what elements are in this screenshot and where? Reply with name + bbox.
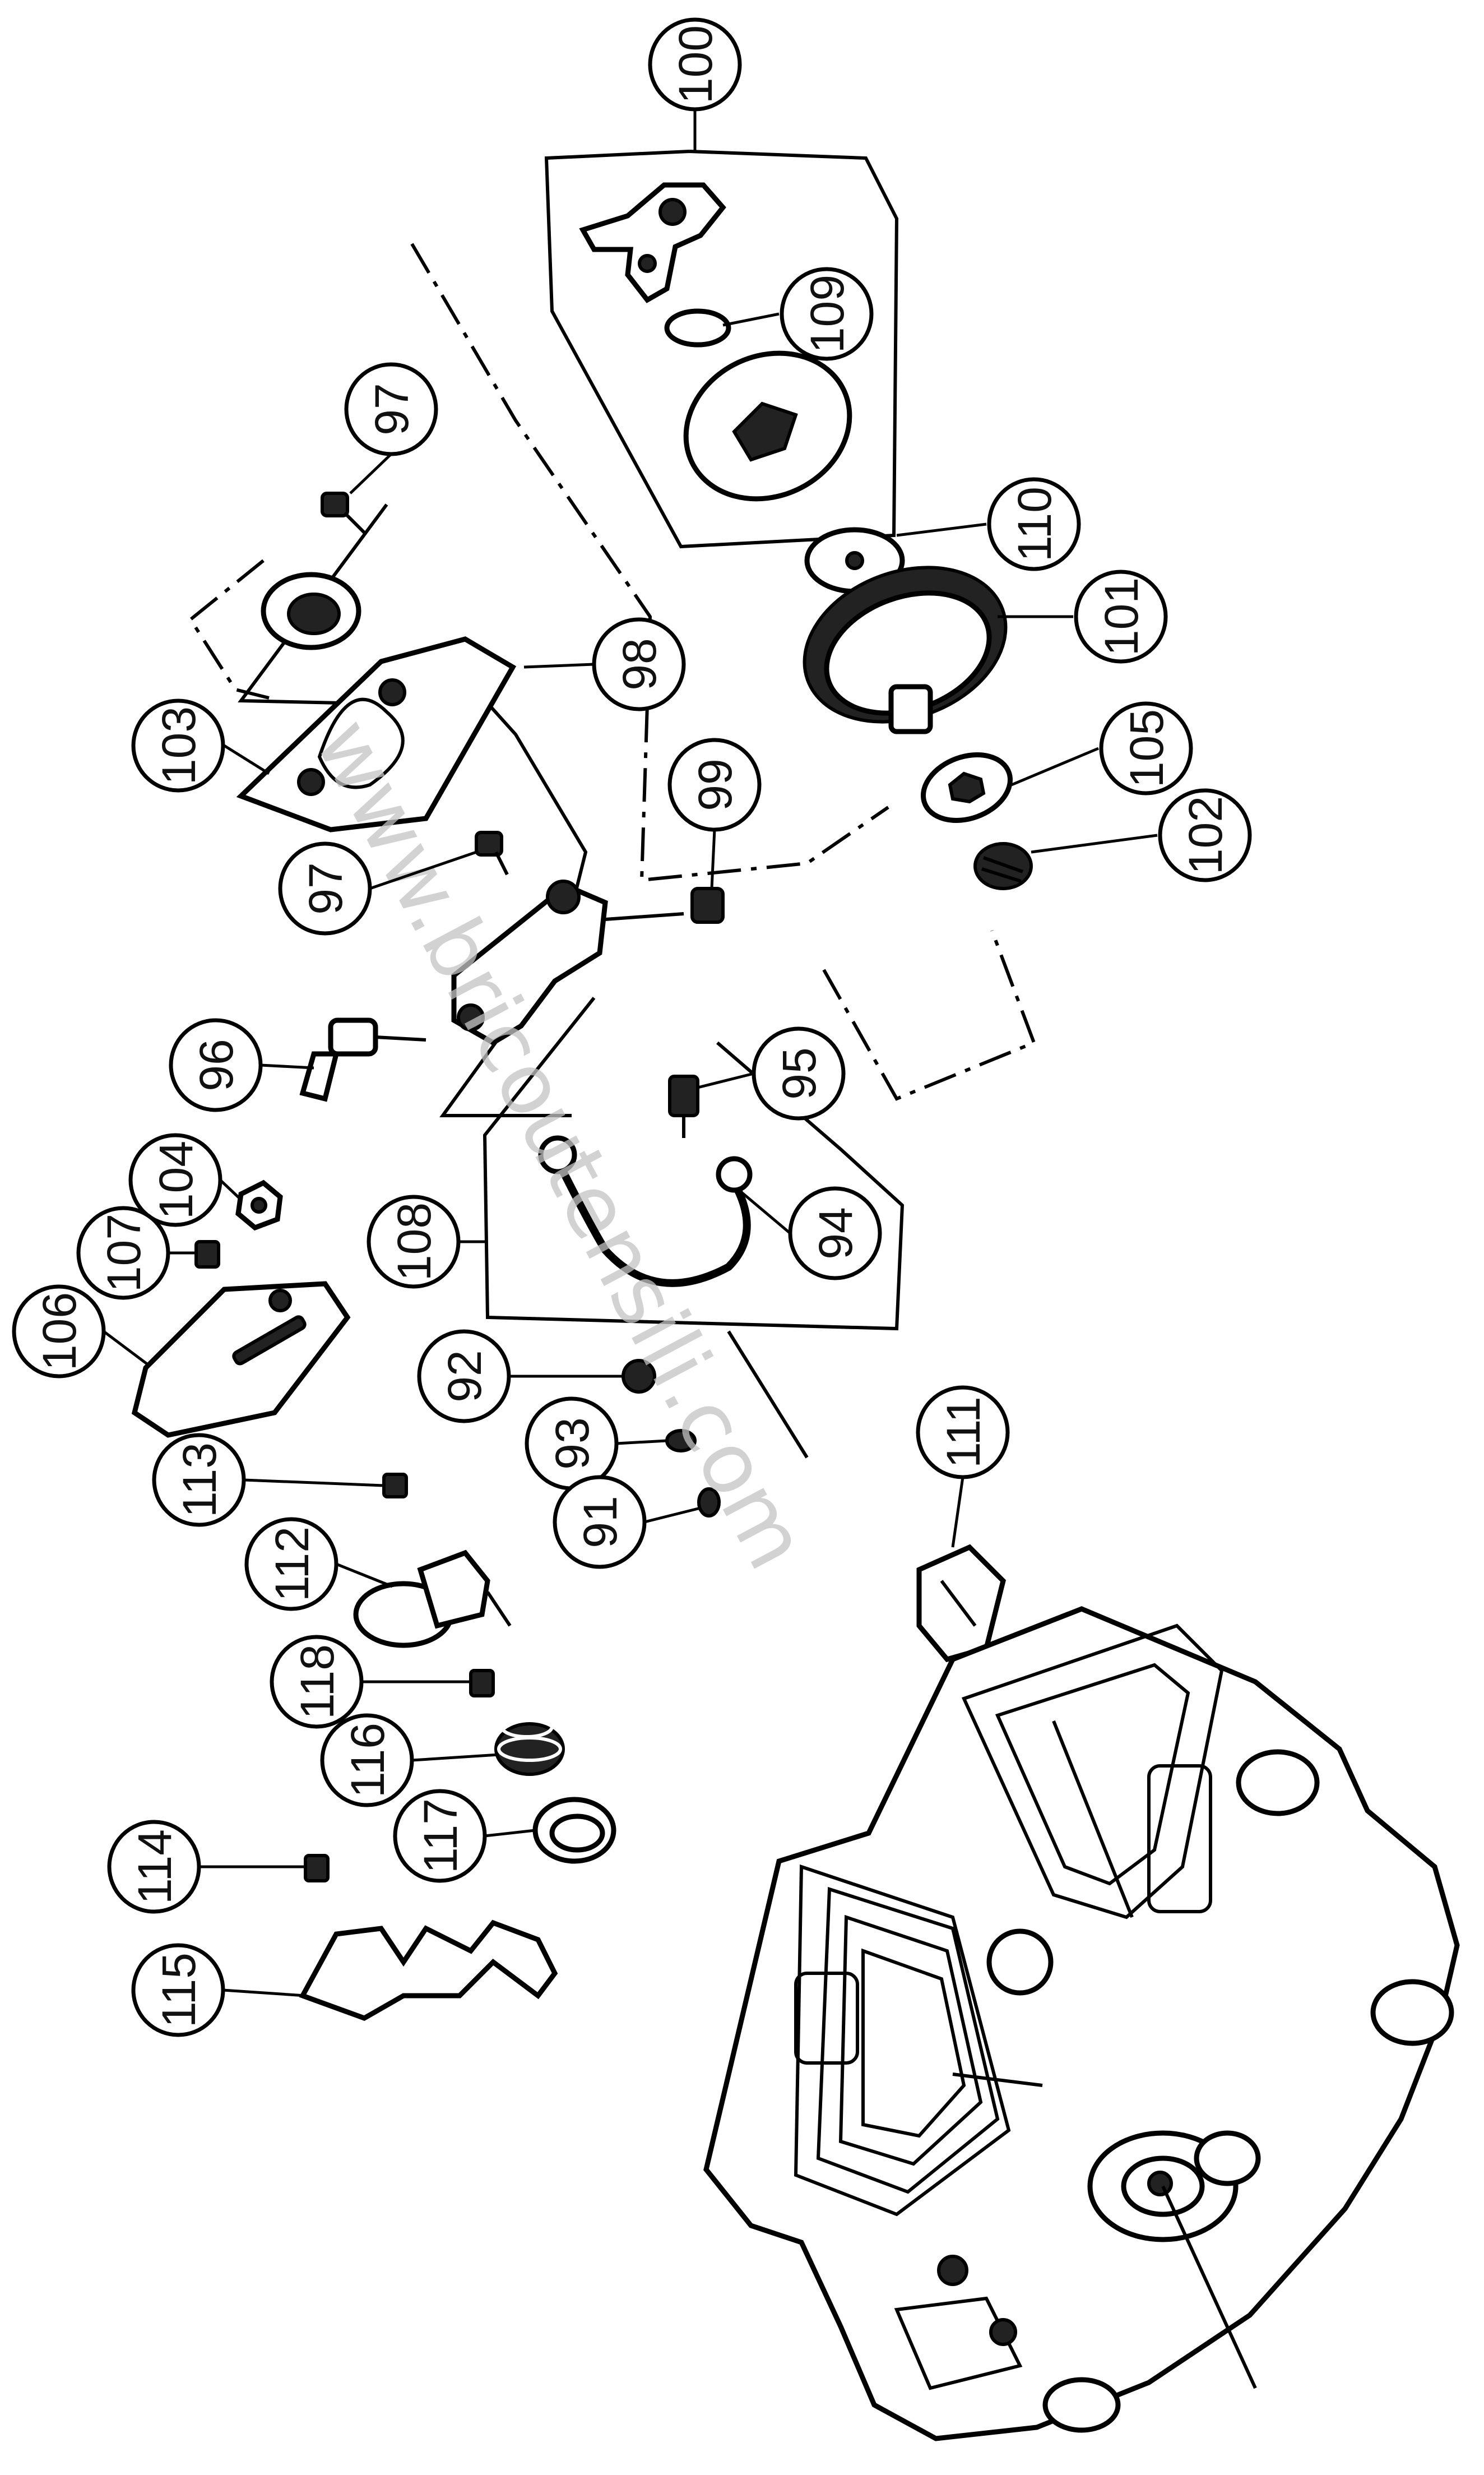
part-crankcase [703, 1606, 1460, 2441]
part-bushing [973, 842, 1033, 890]
outline-tube-group [483, 997, 905, 1331]
callout-112-label: 112 [266, 1526, 318, 1602]
callout-103-label: 103 [152, 706, 205, 785]
callout-111-label: 111 [937, 1396, 990, 1468]
callout-115: 115 [131, 1943, 225, 2037]
outline-pump-plate-group [238, 503, 588, 1117]
part-oil-pump [451, 880, 684, 1046]
part-needle-bearing [921, 752, 1013, 823]
callout-110-label: 110 [1008, 487, 1061, 562]
part-screw-97b [475, 831, 509, 876]
part-nut-104 [235, 1179, 283, 1231]
part-spring-ring [664, 308, 731, 348]
callout-97b-label: 97 [299, 862, 352, 914]
callout-108-label: 108 [388, 1202, 440, 1281]
callout-94-label: 94 [809, 1207, 862, 1259]
part-clutch-shoe [579, 182, 726, 303]
callout-93: 93 [525, 1396, 619, 1491]
callout-100-label: 100 [669, 25, 722, 104]
callout-100: 100 [648, 17, 742, 112]
part-nut-99 [690, 887, 725, 924]
callout-106: 106 [12, 1284, 106, 1378]
callout-113-label: 113 [173, 1442, 226, 1518]
callout-117-label: 117 [414, 1798, 467, 1873]
part-worm-gear [261, 572, 361, 650]
part-oil-fitting [668, 1075, 699, 1138]
part-screw-97a [321, 492, 366, 534]
callout-95-label: 95 [773, 1047, 826, 1099]
outline-pump-base [188, 559, 270, 700]
part-clutch-drum [683, 350, 852, 502]
part-pin-91 [697, 1487, 721, 1518]
callout-92-label: 92 [438, 1350, 491, 1402]
callout-116-label: 116 [341, 1723, 394, 1798]
callout-99: 99 [667, 738, 762, 832]
callout-110: 110 [987, 477, 1081, 571]
callout-107-label: 107 [98, 1214, 150, 1292]
part-stud-107 [194, 1240, 220, 1269]
callout-113: 113 [152, 1433, 246, 1527]
part-screw-113 [382, 1473, 408, 1498]
part-screw-92 [622, 1359, 656, 1394]
callout-107: 107 [76, 1206, 170, 1300]
part-cap-117 [532, 1797, 616, 1864]
callout-96-label: 96 [190, 1039, 243, 1091]
part-bar-plate [131, 1281, 351, 1438]
part-pump-plunger [299, 1017, 426, 1102]
callout-102-label: 102 [1179, 796, 1232, 875]
callout-94: 94 [788, 1186, 882, 1280]
part-washer-hole [845, 551, 864, 570]
leader-lines [103, 109, 1158, 1997]
callout-103: 103 [131, 698, 225, 793]
callout-115-label: 115 [152, 1953, 205, 2028]
callout-92: 92 [417, 1329, 511, 1423]
callout-116: 116 [320, 1713, 414, 1807]
callout-101-label: 101 [1095, 577, 1148, 656]
callout-97b: 97 [278, 841, 372, 936]
group-outlines [188, 150, 1036, 1459]
callout-104-label: 104 [150, 1141, 202, 1219]
part-screw-118 [469, 1669, 495, 1697]
callout-97a: 97 [344, 362, 438, 456]
callout-98: 98 [592, 617, 686, 711]
part-chain-guard-115 [299, 1919, 558, 2021]
part-pump-plate [236, 636, 517, 832]
callout-102: 102 [1158, 788, 1252, 882]
callout-114: 114 [107, 1820, 201, 1914]
callout-99-label: 99 [689, 758, 741, 811]
callout-114-label: 114 [128, 1829, 181, 1904]
part-spring-116 [494, 1715, 565, 1776]
callout-109-label: 109 [801, 275, 854, 353]
part-oil-tube [538, 1135, 753, 1287]
callouts: 100 109 110 101 105 102 97 98 [12, 17, 1252, 2037]
callout-112: 112 [244, 1517, 338, 1611]
callout-105: 105 [1099, 701, 1193, 795]
callout-91-label: 91 [574, 1496, 627, 1548]
part-chain-catcher [353, 1549, 512, 1648]
callout-96: 96 [169, 1018, 263, 1112]
callout-118: 118 [270, 1635, 364, 1729]
outline-clutch-lower [822, 929, 1036, 1101]
callout-111: 111 [916, 1385, 1010, 1479]
callout-118-label: 118 [291, 1644, 344, 1719]
callout-105-label: 105 [1120, 709, 1173, 788]
callout-98-label: 98 [613, 638, 666, 690]
outline-clutch-group [544, 150, 899, 549]
outline-tube-extension [727, 1330, 809, 1459]
callout-95: 95 [752, 1026, 846, 1121]
callout-91: 91 [553, 1475, 647, 1569]
callout-104: 104 [128, 1133, 222, 1227]
callout-101: 101 [1074, 570, 1168, 664]
part-screw-114 [304, 1854, 330, 1882]
part-sprocket [803, 566, 1008, 734]
callout-93-label: 93 [546, 1417, 599, 1469]
callout-106-label: 106 [33, 1292, 86, 1371]
callout-108: 108 [367, 1195, 461, 1289]
callout-109: 109 [780, 267, 874, 361]
callout-97a-label: 97 [365, 383, 418, 435]
callout-117: 117 [393, 1789, 487, 1883]
